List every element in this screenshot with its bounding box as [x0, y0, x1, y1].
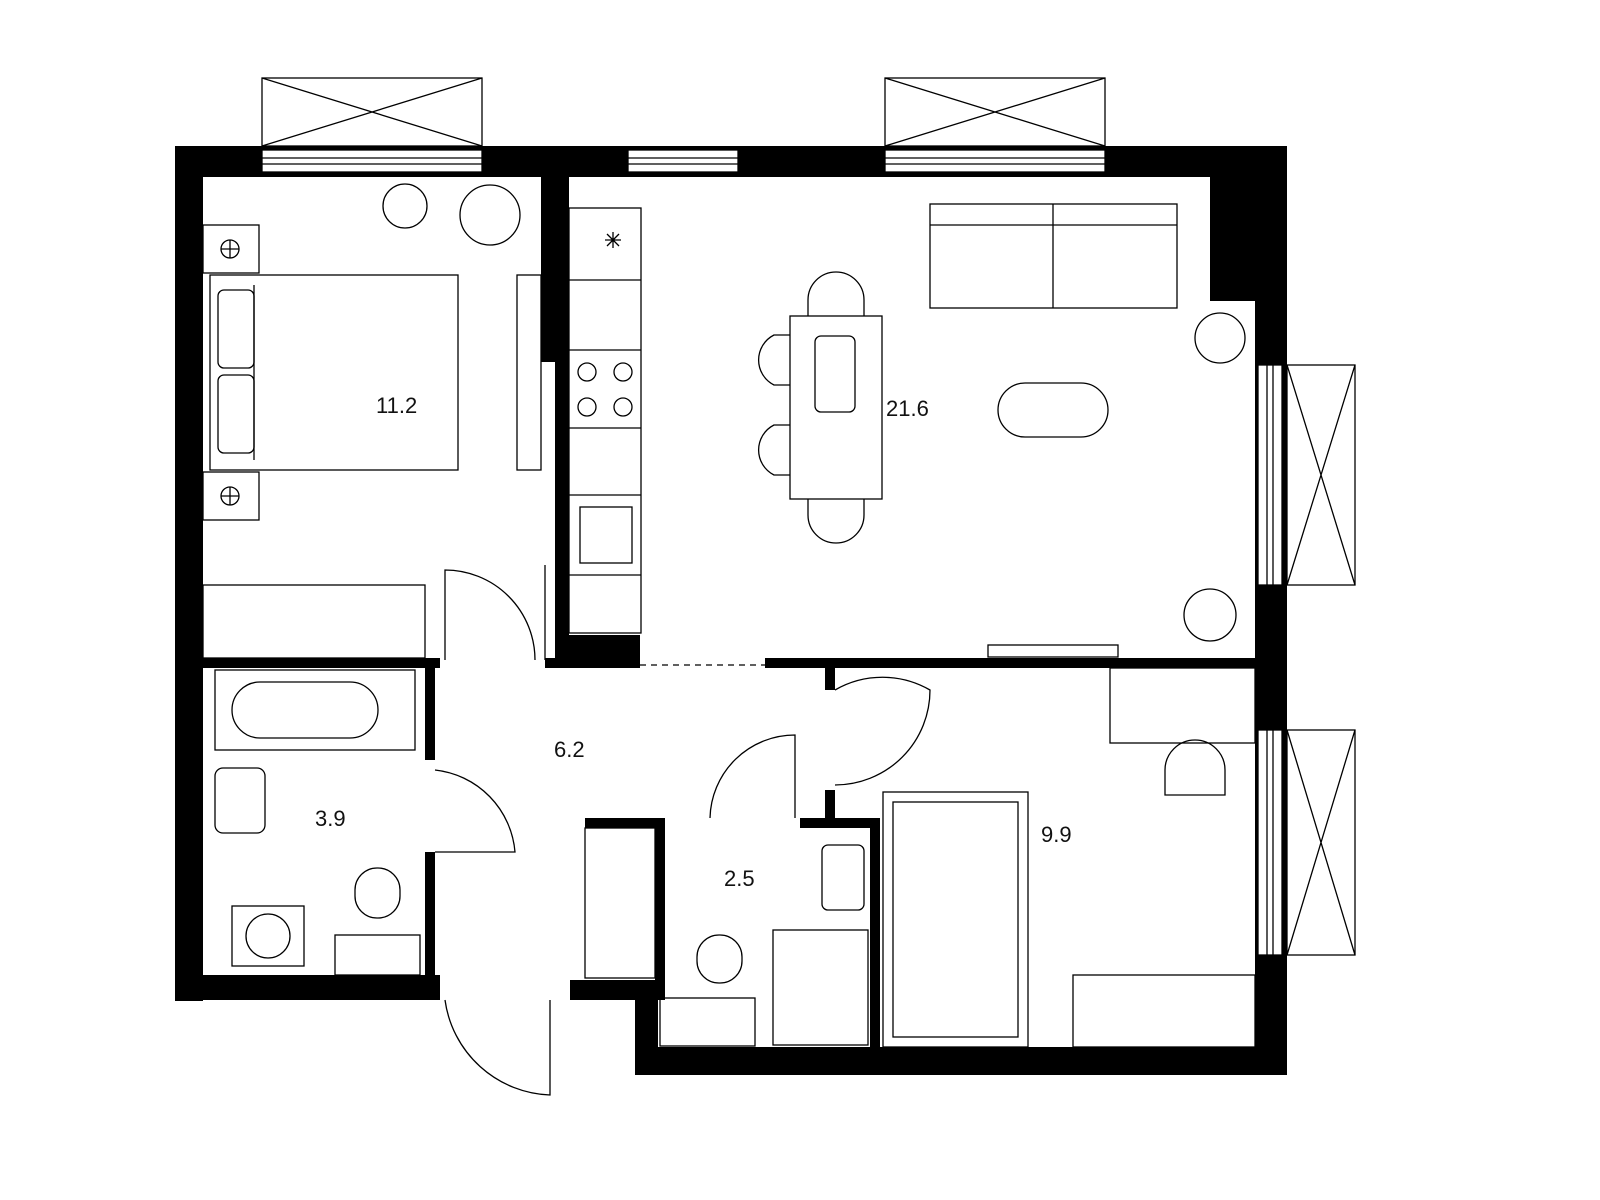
sink — [214, 767, 266, 834]
nightstand — [202, 224, 260, 274]
room-area-bedroom: 11.2 — [376, 393, 417, 418]
dining-table — [758, 271, 883, 544]
coffee-table — [997, 382, 1109, 438]
window — [884, 149, 1106, 173]
balcony-top-right — [884, 77, 1106, 147]
bathtub — [214, 669, 416, 751]
balcony-right-bottom — [1286, 729, 1356, 956]
window — [1257, 364, 1283, 586]
sofa — [929, 203, 1178, 309]
kitchen-counter — [568, 207, 642, 634]
bench — [202, 584, 426, 659]
doors — [434, 565, 931, 1096]
bench-kids — [1072, 974, 1256, 1048]
window — [1257, 729, 1283, 956]
toilet — [334, 867, 421, 976]
bed-double — [209, 274, 459, 471]
toilet-wc — [659, 934, 756, 1047]
room-area-kids-room: 9.9 — [1041, 822, 1072, 847]
furniture — [202, 183, 1256, 1048]
desk-chair — [1164, 739, 1226, 796]
windows — [261, 149, 1283, 956]
tv-stand — [987, 644, 1119, 658]
single-bed — [882, 791, 1029, 1048]
window — [261, 149, 483, 173]
room-labels: 11.2 21.6 6.2 3.9 2.5 9.9 — [315, 393, 1072, 891]
room-area-toilet: 2.5 — [724, 866, 755, 891]
window — [627, 149, 739, 173]
walls — [175, 146, 1287, 1075]
shower — [772, 929, 869, 1046]
wardrobe-tv — [516, 274, 542, 471]
sink-wc — [821, 844, 865, 911]
washing-machine — [231, 905, 305, 967]
room-area-hallway: 6.2 — [554, 737, 585, 762]
balconies — [261, 77, 1356, 956]
closet — [584, 827, 656, 979]
desk — [1109, 667, 1256, 744]
balcony-right-top — [1286, 364, 1356, 586]
nightstand — [202, 471, 260, 521]
plants — [382, 183, 1246, 642]
balcony-top-left — [261, 77, 483, 147]
room-area-living-kitchen: 21.6 — [886, 396, 929, 421]
room-area-bathroom: 3.9 — [315, 806, 346, 831]
